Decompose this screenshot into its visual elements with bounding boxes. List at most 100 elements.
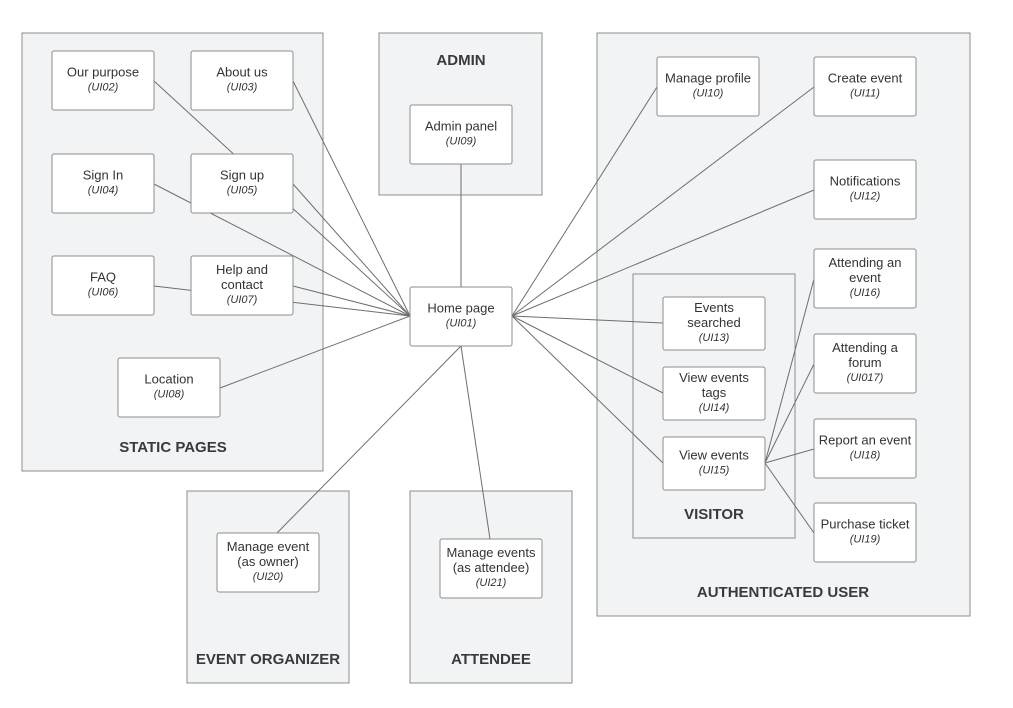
- node-box-ui05: [190, 153, 294, 214]
- node-code-ui01: (UI01): [446, 318, 477, 330]
- node-ui11: Create event (UI11): [813, 56, 917, 117]
- edge-ui01-ui08: [219, 315, 411, 389]
- node-ui21: Manage events(as attendee) (UI21): [439, 538, 543, 599]
- node-label-ui21-1: (as attendee): [453, 560, 530, 575]
- node-label-ui18-0: Report an event: [819, 433, 912, 448]
- edge-ui15-ui16: [764, 278, 815, 464]
- node-code-ui09: (UI09): [446, 136, 477, 148]
- edge-ui15-ui17: [764, 363, 815, 464]
- node-code-ui15: (UI15): [699, 465, 730, 477]
- edge-ui01-ui20: [276, 345, 462, 534]
- node-label-ui08-0: Location: [144, 372, 193, 387]
- edge-ui15-ui19: [764, 462, 815, 534]
- edge-ui01-ui03: [292, 80, 411, 317]
- node-box-ui03: [190, 50, 294, 111]
- node-code-ui12: (UI12): [850, 191, 881, 203]
- node-box-ui10: [656, 56, 760, 117]
- node-code-ui17: (UI017): [847, 372, 884, 384]
- node-label-ui02-0: Our purpose: [67, 65, 139, 80]
- node-box-ui02: [51, 50, 155, 111]
- node-code-ui21: (UI21): [476, 577, 507, 589]
- node-box-ui13: [662, 296, 766, 351]
- node-ui04: Sign In (UI04): [51, 153, 155, 214]
- node-box-ui15: [662, 436, 766, 491]
- node-box-ui09: [409, 104, 513, 165]
- node-label-ui05-0: Sign up: [220, 168, 264, 183]
- node-box-ui08: [117, 357, 221, 418]
- node-code-ui19: (UI19): [850, 534, 881, 546]
- node-ui01: Home page(UI01): [409, 286, 513, 347]
- node-label-ui07-0: Help and: [216, 262, 268, 277]
- node-box-ui18: [813, 418, 917, 479]
- node-ui20: Manage event(as owner)(UI20): [216, 532, 320, 593]
- node-ui19: Purchase ticket (UI19): [813, 502, 917, 563]
- edge-ui01-ui07: [292, 285, 411, 317]
- node-label-ui16-0: Attending an: [828, 255, 901, 270]
- edge-ui01-ui12: [511, 189, 815, 317]
- edge-ui15-ui18: [764, 448, 815, 464]
- node-box-ui21: [439, 538, 543, 599]
- node-code-ui11: (UI11): [850, 88, 880, 100]
- node-ui15: View events (UI15): [662, 436, 766, 491]
- node-label-ui04-0: Sign In: [83, 168, 123, 183]
- node-code-ui13: (UI13): [699, 332, 730, 344]
- node-ui08: Location (UI08): [117, 357, 221, 418]
- node-label-ui15-0: View events: [679, 448, 749, 463]
- node-label-ui19-0: Purchase ticket: [821, 517, 910, 532]
- node-label-ui14-0: View events: [679, 370, 749, 385]
- node-box-ui11: [813, 56, 917, 117]
- edge-ui01-ui21: [460, 345, 491, 540]
- node-box-ui01: [409, 286, 513, 347]
- node-code-ui06: (UI06): [88, 287, 119, 299]
- node-code-ui08: (UI08): [154, 389, 185, 401]
- node-label-ui06-0: FAQ: [90, 270, 116, 285]
- node-label-ui10-0: Manage profile: [665, 71, 751, 86]
- edge-ui01-ui13: [511, 315, 664, 324]
- node-code-ui20: (UI20): [253, 571, 284, 583]
- node-label-ui16-1: event: [849, 270, 881, 285]
- node-code-ui14: (UI14): [699, 402, 730, 414]
- nodes-layer: Home page(UI01) Our purpose(UI02) About us…: [51, 50, 917, 599]
- node-code-ui05: (UI05): [227, 185, 258, 197]
- node-box-ui07: [190, 255, 294, 316]
- node-label-ui13-0: Events: [694, 300, 734, 315]
- node-ui05: Sign up (UI05): [190, 153, 294, 214]
- group-label-authenticated: AUTHENTICATED USER: [697, 584, 869, 601]
- node-ui18: Report an event(UI18): [813, 418, 917, 479]
- node-ui06: FAQ (UI06): [51, 255, 155, 316]
- edge-ui01-ui11: [511, 86, 815, 317]
- node-code-ui04: (UI04): [88, 185, 119, 197]
- node-code-ui03: (UI03): [227, 82, 258, 94]
- node-label-ui20-0: Manage event: [227, 539, 310, 554]
- node-box-ui19: [813, 502, 917, 563]
- group-label-organizer: EVENT ORGANIZER: [196, 651, 340, 668]
- node-label-ui21-0: Manage events: [447, 545, 536, 560]
- node-box-ui16: [813, 248, 917, 309]
- node-label-ui07-1: contact: [221, 277, 263, 292]
- edge-ui01-ui05: [292, 183, 411, 317]
- group-label-static: STATIC PAGES: [119, 439, 227, 456]
- node-ui12: Notifications(UI12): [813, 159, 917, 220]
- node-box-ui04: [51, 153, 155, 214]
- node-box-ui12: [813, 159, 917, 220]
- edge-ui01-ui14: [511, 315, 664, 394]
- node-ui02: Our purpose(UI02): [51, 50, 155, 111]
- node-label-ui17-0: Attending a: [832, 340, 899, 355]
- group-label-visitor: VISITOR: [684, 506, 744, 523]
- node-ui09: Admin panel(UI09): [409, 104, 513, 165]
- node-box-ui06: [51, 255, 155, 316]
- node-label-ui14-1: tags: [702, 385, 727, 400]
- node-box-ui20: [216, 532, 320, 593]
- node-box-ui14: [662, 366, 766, 421]
- edge-ui01-ui15: [511, 315, 664, 464]
- group-label-admin: ADMIN: [436, 52, 485, 69]
- node-label-ui11-0: Create event: [828, 71, 903, 86]
- node-ui10: Manage profile(UI10): [656, 56, 760, 117]
- node-ui03: About us(UI03): [190, 50, 294, 111]
